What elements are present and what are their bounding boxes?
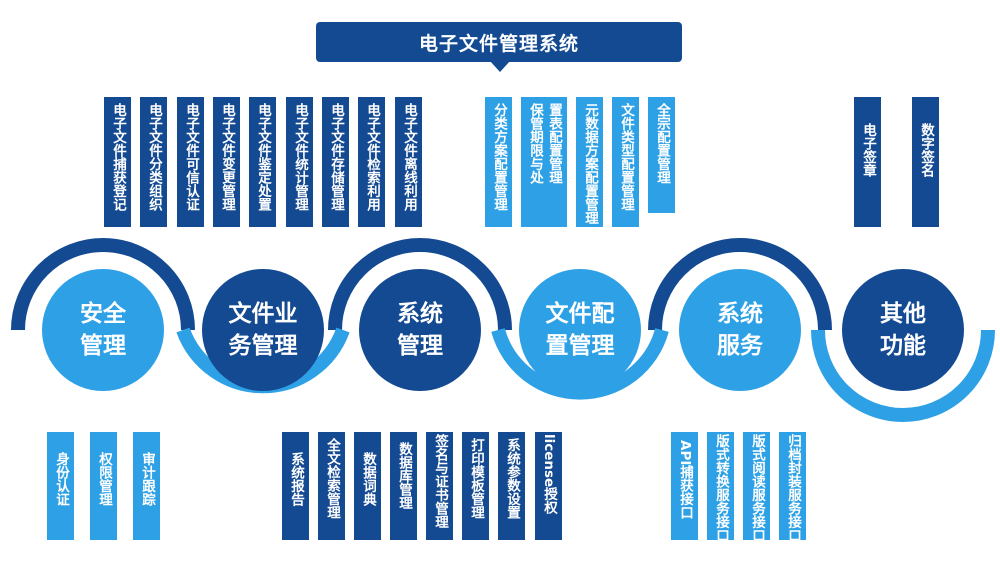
other-item: 电子签章 [854,97,881,227]
circle-label-business: 文件业务管理 [228,301,298,359]
system-item: 数据词典 [354,432,381,540]
service-item: 版式转换服务接口 [707,432,734,542]
system-item: 系统报告 [282,432,309,540]
business-item: 电子文件变更管理 [213,97,240,227]
business-item: 电子文件捕获登记 [104,97,131,227]
title-pointer [490,61,510,72]
business-item: 电子文件可信认证 [177,97,204,227]
config-item: 全宗配置管理 [648,97,675,213]
business-item: 电子文件离线利用 [395,97,422,227]
business-item: 电子文件检索利用 [358,97,385,227]
config-item: 文件类型配置管理 [612,97,639,227]
circle-label-system-management: 系统管理 [397,301,443,359]
system-item: 数据库管理 [390,432,417,540]
security-item: 审计跟踪 [133,432,160,540]
wave-arc-upper [11,238,195,331]
system-item: license授权 [535,432,562,540]
wave-arc-lower [811,329,995,422]
system-item: 打印模板管理 [462,432,489,540]
system-item: 签名与证书管理 [426,432,453,540]
service-item: 版式阅读服务接口 [743,432,770,542]
security-item: 权限管理 [90,432,117,540]
circle-system-management [359,269,481,391]
circle-security [42,269,164,391]
circle-label-other: 其他功能 [880,301,926,359]
circle-system-service [679,269,801,391]
wave-arc-upper [328,238,512,331]
service-item: 归档封装服务接口 [779,432,806,542]
wave-arc-lower [491,328,669,400]
circle-label-system-service: 系统服务 [717,301,763,359]
wave-arc-upper [648,238,832,331]
config-item: 分类方案配置管理 [485,97,512,227]
business-item: 电子文件分类组织 [140,97,167,227]
security-item: 身份认证 [47,432,74,540]
business-item: 电子文件存储管理 [322,97,349,227]
circle-other [842,269,964,391]
circle-label-config: 文件配置管理 [545,301,615,359]
system-item: 系统参数设置 [498,432,525,540]
circle-config [519,269,641,391]
service-item: API捕获接口 [671,432,698,540]
config-item: 保管期限与处置表配置管理 [521,97,567,227]
business-item: 电子文件统计管理 [286,97,313,227]
config-item: 元数据方案配置管理 [576,97,603,227]
page-title: 电子文件管理系统 [316,22,682,62]
other-item: 数字签名 [912,97,939,227]
circle-business [202,269,324,391]
circle-label-security: 安全管理 [80,301,126,359]
business-item: 电子文件鉴定处置 [249,97,276,227]
system-item: 全文检索管理 [318,432,345,540]
